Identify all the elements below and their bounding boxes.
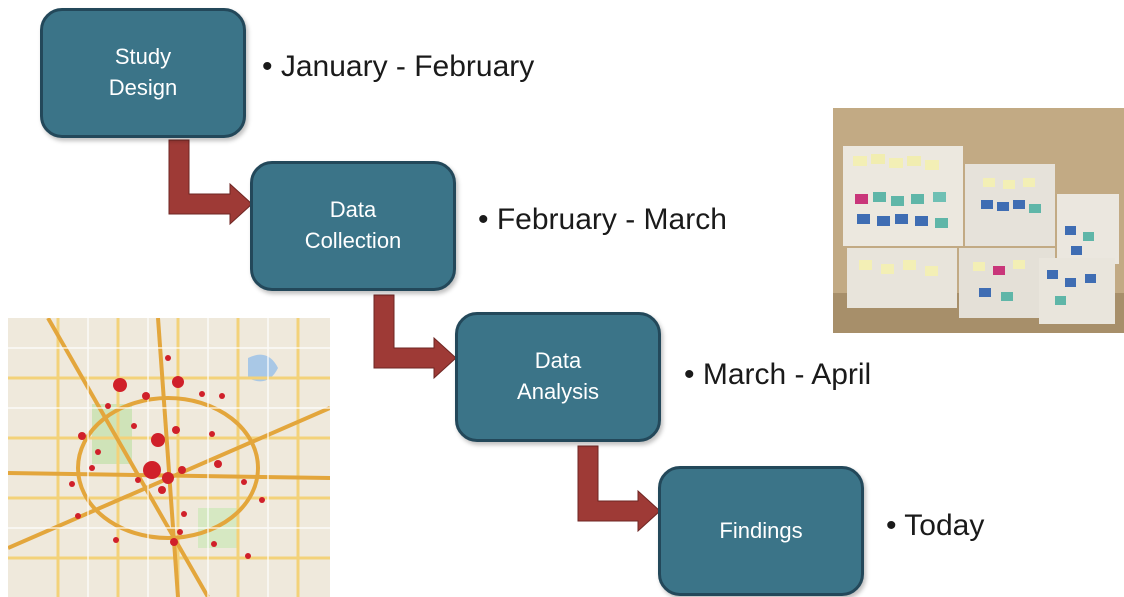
step-findings: Findings bbox=[658, 466, 864, 596]
period-data-analysis: • March - April bbox=[684, 358, 872, 391]
period-findings: • Today bbox=[886, 509, 985, 543]
step-label: Study Design bbox=[108, 44, 178, 100]
arrow-1 bbox=[168, 139, 253, 226]
city-map-with-dots bbox=[8, 318, 330, 597]
sticky-notes-photo-art bbox=[833, 108, 1124, 333]
period-data-collection: • February - March bbox=[478, 203, 727, 236]
arrow-2 bbox=[373, 294, 457, 380]
map-art bbox=[8, 318, 330, 597]
step-data-analysis: Data Analysis bbox=[455, 312, 661, 442]
period-study-design: • January - February bbox=[262, 50, 535, 83]
step-label: Findings bbox=[719, 517, 803, 543]
arrow-3 bbox=[577, 445, 661, 533]
step-label: Data Analysis bbox=[517, 348, 599, 404]
step-label: Data Collection bbox=[304, 197, 402, 253]
step-data-collection: Data Collection bbox=[250, 161, 456, 291]
step-study-design: Study Design bbox=[40, 8, 246, 138]
sticky-notes-wall-photo bbox=[833, 108, 1124, 333]
